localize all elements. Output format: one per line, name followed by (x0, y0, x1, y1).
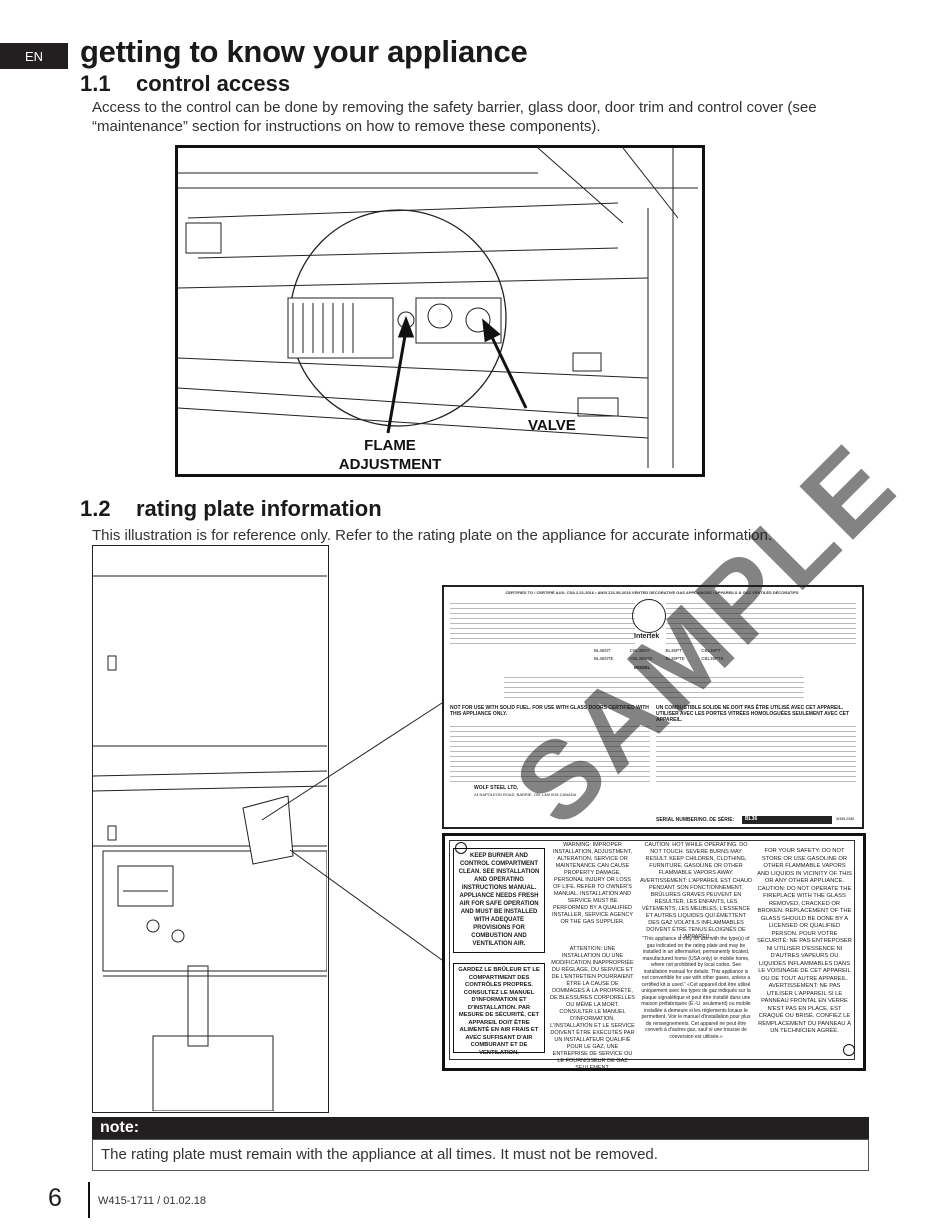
model-label: MODEL (634, 665, 651, 670)
intertek-logo: Intertek (634, 633, 660, 640)
flame-adjustment-label: FLAME ADJUSTMENT (338, 437, 442, 473)
note-body: The rating plate must remain with the ap… (92, 1139, 869, 1171)
plate-clearance-block-fr (656, 722, 856, 782)
note-heading: note: (92, 1117, 869, 1139)
plate-text-block-fr (666, 599, 856, 644)
control-access-text: Access to the control can be done by rem… (92, 99, 817, 135)
language-tab: EN (0, 43, 68, 69)
plate-attention-column: ATTENTION: UNE INSTALLATION OU UNE MODIF… (550, 946, 635, 1071)
footer-divider (88, 1182, 90, 1218)
rating-plate-lower: KEEP BURNER AND CONTROL COMPARTMENT CLEA… (442, 833, 866, 1071)
rating-plate-upper: CERTIFIED TO / CERTIFIÉ AUX: CSA 2.22-20… (442, 585, 864, 829)
plate-address: 24 NAPOLEON ROAD, BARRIE, ON, L4M 0G8 CA… (474, 792, 577, 797)
plate-specs-block (504, 673, 804, 701)
section-number: 1.1 (80, 71, 111, 96)
model-item: CBL36PTE (701, 656, 724, 661)
section-title: control access (136, 71, 291, 96)
model-item: CBL36NTE (629, 656, 653, 661)
document-id: W415-1711 / 01.02.18 (98, 1195, 207, 1207)
model-item: BL36PT (665, 648, 682, 653)
page-title: getting to know your appliance (80, 34, 528, 69)
plate-serial-label: SERIAL NUMBER/NO. DE SÉRIE: (656, 817, 735, 823)
plate-clearance-block (450, 722, 650, 782)
model-item: BL36NTE (594, 656, 614, 661)
plate-company: WOLF STEEL LTD. (474, 785, 519, 791)
fireplace-valve-illustration (178, 148, 698, 468)
page-number: 6 (48, 1184, 62, 1212)
rating-plate-text: This illustration is for reference only.… (92, 527, 773, 544)
plate-warning-en: NOT FOR USE WITH SOLID FUEL. FOR USE WIT… (450, 705, 649, 717)
model-item: CBL36PT (701, 648, 721, 653)
plate-code: W385-2988 (836, 817, 855, 821)
section-heading-rating-plate: 1.2 rating plate information (80, 496, 382, 522)
model-item: CBL36NT (629, 648, 650, 653)
plate-avertissement-column: AVERTISSEMENT: L'APPAREIL EST CHAUD PEND… (640, 878, 752, 940)
plate-conversion-column: “This appliance is only for use with the… (641, 936, 751, 1040)
section-number: 1.2 (80, 496, 111, 521)
fireplace-side-illustration (92, 545, 329, 1113)
plate-warning-column: WARNING: IMPROPER INSTALLATION, ADJUSTME… (551, 842, 634, 925)
language-label: EN (24, 48, 44, 64)
screw-hole-icon (843, 1044, 855, 1056)
model-item: BL36NT (594, 648, 611, 653)
plate-cert-header: CERTIFIED TO / CERTIFIÉ AUX: CSA 2.22-20… (505, 590, 799, 595)
plate-model-grid: BL36NT CBL36NT BL36PT CBL36PT BL36NTE CB… (594, 647, 734, 663)
section-title: rating plate information (136, 496, 382, 521)
plate-text-block (450, 599, 635, 644)
plate-serial-value: BL36 (742, 816, 832, 824)
csa-logo-icon (632, 599, 666, 633)
section-heading-control-access: 1.1 control access (80, 71, 290, 97)
model-item: BL36PTE (665, 656, 685, 661)
control-access-figure: VALVE FLAME ADJUSTMENT (175, 145, 705, 477)
plate-safety-column: FOR YOUR SAFETY: DO NOT STORE OR USE GAS… (757, 848, 852, 1034)
plate-box-gardez: GARDEZ LE BRÛLEUR ET LE COMPARTIMENT DES… (453, 963, 545, 1056)
plate-warning-fr: UN COMBUSTIBLE SOLIDE NE DOIT PAS ÊTRE U… (656, 705, 850, 723)
plate-box-keep-clean: KEEP BURNER AND CONTROL COMPARTMENT CLEA… (453, 848, 545, 953)
plate-caution-column: CAUTION: HOT WHILE OPERATING. DO NOT TOU… (644, 842, 748, 876)
valve-label: VALVE (528, 417, 576, 434)
